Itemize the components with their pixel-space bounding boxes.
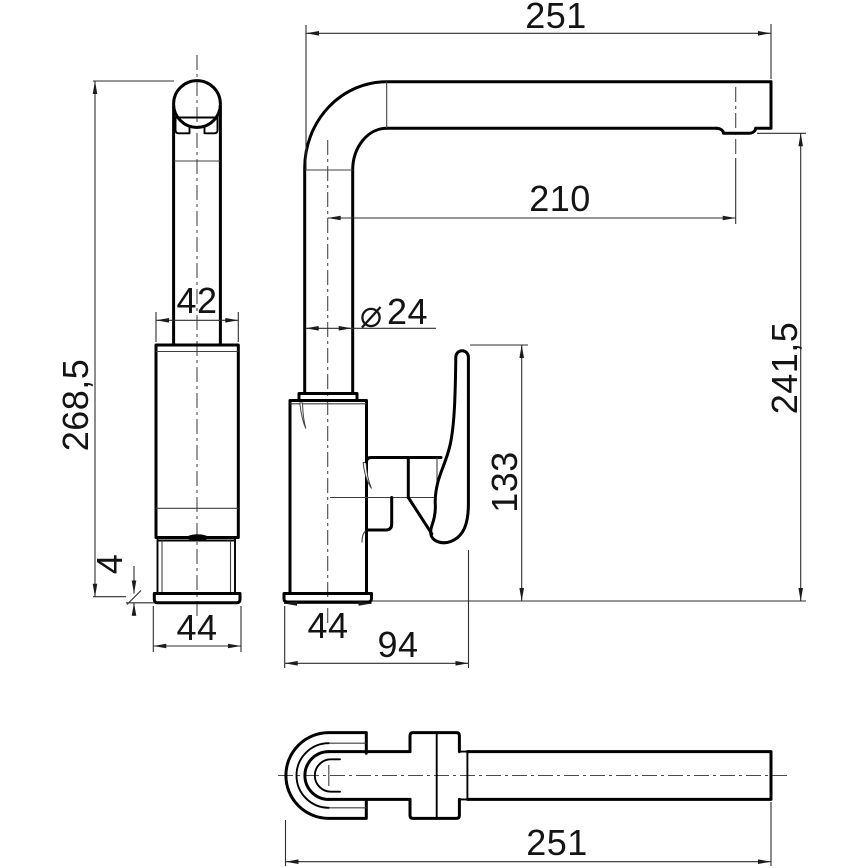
dim-label-base-width-side: 44 xyxy=(176,607,217,648)
spout-arm-bottom xyxy=(385,80,773,130)
diameter-symbol-icon xyxy=(361,306,382,329)
lever-tip-shadow xyxy=(432,536,451,543)
hub-lower xyxy=(365,496,394,532)
handle-lever-blade xyxy=(429,349,470,545)
top-body-inner-arc xyxy=(295,742,330,809)
dim-label-handle-top-height: 133 xyxy=(484,451,525,513)
base-plate-front xyxy=(282,592,373,604)
top-handle-inner-arc xyxy=(313,758,341,793)
dim-spout-tube-diameter: 24 xyxy=(305,291,436,332)
top-handle-grip-block xyxy=(408,731,461,820)
dim-handle-reach: 94 xyxy=(284,550,470,668)
dim-label-handle-reach: 94 xyxy=(377,624,418,665)
top-view xyxy=(278,731,788,820)
dim-overall-height: 268,5 xyxy=(55,80,174,598)
dim-overall-length-top: 251 xyxy=(284,802,772,866)
collar-chamfer-sliver xyxy=(299,402,307,429)
dim-spout-total-reach: 251 xyxy=(305,0,772,170)
base-plate-side xyxy=(152,592,242,605)
dim-body-width: 42 xyxy=(155,280,239,342)
top-spout-tube xyxy=(465,750,773,801)
dim-label-spout-total-reach: 251 xyxy=(525,0,587,36)
dim-base-plate-thickness: 4 xyxy=(89,554,155,616)
top-handle-blade-edges xyxy=(327,750,412,801)
front-view xyxy=(282,80,773,624)
top-body-inner-lines xyxy=(328,742,367,809)
dim-label-body-width: 42 xyxy=(176,280,217,321)
dim-spout-axis-reach: 210 xyxy=(327,158,737,224)
dim-label-spout-axis-reach: 210 xyxy=(529,178,591,219)
dim-label-spout-tube-diameter: 24 xyxy=(387,291,428,332)
spout-inner-edge xyxy=(351,126,389,395)
lever-front-edge xyxy=(406,496,434,536)
dim-base-width-side: 44 xyxy=(152,606,242,652)
set-screw-mark xyxy=(187,534,208,541)
dim-handle-top-height: 133 xyxy=(470,344,528,601)
dim-label-outlet-height: 241,5 xyxy=(764,322,805,415)
aerator-bracket xyxy=(174,116,219,135)
hub-upper xyxy=(365,456,443,499)
aerator-outlet-bump xyxy=(715,126,758,135)
dim-outlet-height: 241,5 xyxy=(371,132,806,602)
top-handle-outer-arc xyxy=(303,750,331,801)
shank-inner-lines xyxy=(161,540,232,594)
dim-label-base-width-front: 44 xyxy=(307,605,348,646)
side-view xyxy=(152,55,242,620)
collar xyxy=(297,392,359,402)
dim-label-overall-length-top: 251 xyxy=(526,822,588,863)
dim-label-overall-height: 268,5 xyxy=(55,359,96,452)
dim-base-width-front: 44 xyxy=(284,601,372,646)
dimensions: 251 210 24 241,5 133 xyxy=(55,0,806,866)
hub-chamfer-sliver xyxy=(362,462,372,489)
dim-label-base-plate-thickness: 4 xyxy=(89,554,130,575)
shank-outline xyxy=(156,536,236,595)
top-grip-step xyxy=(458,750,469,801)
body-outline xyxy=(154,343,240,539)
